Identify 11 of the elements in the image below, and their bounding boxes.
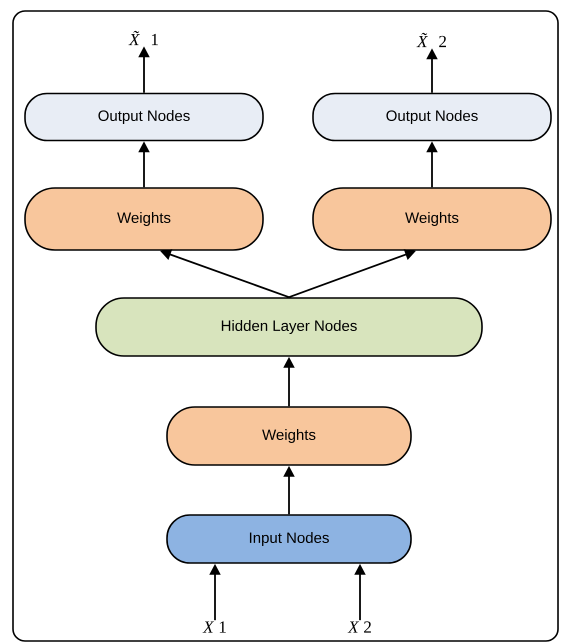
- variable-label: X 1: [202, 621, 226, 633]
- layer-box: Weights: [166, 406, 412, 466]
- layer-box: Output Nodes: [312, 92, 552, 142]
- layer-box: Weights: [312, 187, 552, 251]
- layer-box: Weights: [24, 187, 264, 251]
- layer-box: Output Nodes: [24, 92, 264, 142]
- variable-label: X 2: [348, 621, 371, 633]
- variable-label: X̃ 1: [128, 30, 158, 46]
- layer-box: Input Nodes: [166, 514, 412, 564]
- variable-label: X̃ 2: [416, 32, 446, 48]
- layer-box: Hidden Layer Nodes: [95, 297, 483, 357]
